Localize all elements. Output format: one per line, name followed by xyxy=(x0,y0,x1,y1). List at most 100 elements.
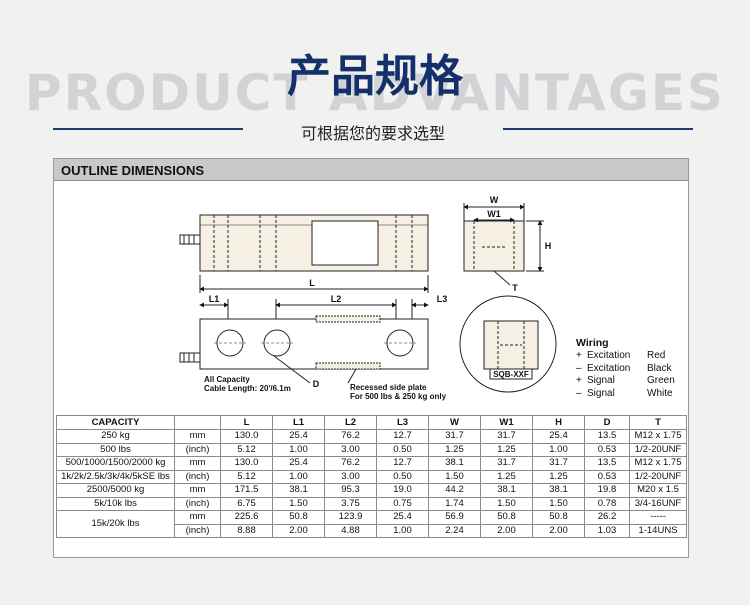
table-cell: 13.5 xyxy=(584,456,630,471)
capacity-note-line2: Cable Length: 20'/6.1m xyxy=(204,384,291,393)
table-cell: 1.50 xyxy=(480,496,533,511)
subtitle-rule-left xyxy=(53,128,243,130)
table-cell: 31.7 xyxy=(480,429,533,444)
outline-dimensions-panel: OUTLINE DIMENSIONS xyxy=(53,158,689,558)
table-cell: 50.8 xyxy=(532,510,585,525)
table-cell: 12.7 xyxy=(376,429,429,444)
table-cell: 1/2-20UNF xyxy=(629,469,687,484)
circle-label: SQB-XXF xyxy=(493,370,529,379)
page-title: 产品规格 xyxy=(287,51,463,102)
side-view-window xyxy=(311,220,379,266)
table-cell: 6.75 xyxy=(220,496,273,511)
header-cell: W xyxy=(428,415,481,430)
table-cell: 26.2 xyxy=(584,510,630,525)
table-cell: 1.00 xyxy=(532,442,585,457)
dim-L2: L2 xyxy=(331,294,342,304)
wiring-signal: Signal xyxy=(587,375,615,386)
table-cell: 38.1 xyxy=(480,483,533,498)
table-cell: mm xyxy=(174,429,221,444)
table-cell: 0.78 xyxy=(584,496,630,511)
table-cell: 1.50 xyxy=(272,496,325,511)
table-cell: 1.50 xyxy=(532,496,585,511)
table-cell: 1.00 xyxy=(272,469,325,484)
table-cell: 0.53 xyxy=(584,469,630,484)
table-cell: (inch) xyxy=(174,442,221,457)
table-cell: 1.25 xyxy=(532,469,585,484)
table-cell: 31.7 xyxy=(480,456,533,471)
table-cell: 4.88 xyxy=(324,523,377,538)
table-cell: 15k/20k lbs xyxy=(56,510,175,538)
table-cell: mm xyxy=(174,483,221,498)
table-cell: 2.00 xyxy=(480,523,533,538)
header-cell: D xyxy=(584,415,630,430)
table-cell: M12 x 1.75 xyxy=(629,429,687,444)
subtitle-rule-right xyxy=(503,128,693,130)
side-cable-stub xyxy=(179,234,201,245)
wiring-row: + Signal Green xyxy=(576,375,686,388)
table-cell: 0.75 xyxy=(376,496,429,511)
table-cell: 12.7 xyxy=(376,456,429,471)
table-cell: 25.4 xyxy=(376,510,429,525)
recessed-plate-note: Recessed side plate For 500 lbs & 250 kg… xyxy=(350,383,446,401)
table-cell: 19.0 xyxy=(376,483,429,498)
table-cell: 5.12 xyxy=(220,469,273,484)
table-cell: 1-14UNS xyxy=(629,523,687,538)
table-cell: 1.00 xyxy=(272,442,325,457)
dim-W1: W1 xyxy=(487,209,501,219)
table-cell: 1.50 xyxy=(428,469,481,484)
dim-T: T xyxy=(512,283,518,293)
wiring-color: Green xyxy=(647,375,675,386)
table-cell: 50.8 xyxy=(272,510,325,525)
dim-D: D xyxy=(313,379,320,389)
table-cell: 0.50 xyxy=(376,469,429,484)
table-cell: 38.1 xyxy=(272,483,325,498)
table-cell: (inch) xyxy=(174,496,221,511)
header-cell: L1 xyxy=(272,415,325,430)
table-cell: 500 lbs xyxy=(56,442,175,457)
header-cell: L3 xyxy=(376,415,429,430)
table-cell: 3/4-16UNF xyxy=(629,496,687,511)
wiring-sign: + xyxy=(576,375,582,386)
table-cell: 3.75 xyxy=(324,496,377,511)
table-cell: 19.8 xyxy=(584,483,630,498)
wiring-title: Wiring xyxy=(576,337,609,349)
table-cell: 5.12 xyxy=(220,442,273,457)
table-cell: 1k/2k/2.5k/3k/4k/5kSE lbs xyxy=(56,469,175,484)
table-cell: 1.25 xyxy=(480,469,533,484)
table-cell: (inch) xyxy=(174,523,221,538)
table-cell: 171.5 xyxy=(220,483,273,498)
table-cell: 8.88 xyxy=(220,523,273,538)
top-view-body xyxy=(199,318,429,370)
recessed-note-line2: For 500 lbs & 250 kg only xyxy=(350,392,447,401)
table-cell: 1.03 xyxy=(584,523,630,538)
table-cell: 1/2-20UNF xyxy=(629,442,687,457)
table-cell: 225.6 xyxy=(220,510,273,525)
table-cell: 95.3 xyxy=(324,483,377,498)
table-cell: ----- xyxy=(629,510,687,525)
wiring-sign: – xyxy=(576,387,582,399)
header-cell xyxy=(174,415,221,430)
table-cell: M20 x 1.5 xyxy=(629,483,687,498)
wiring-sign: + xyxy=(576,350,582,361)
table-cell: 130.0 xyxy=(220,456,273,471)
table-cell: 38.1 xyxy=(428,456,481,471)
table-cell: (inch) xyxy=(174,469,221,484)
table-cell: 25.4 xyxy=(532,429,585,444)
table-cell: 76.2 xyxy=(324,429,377,444)
dim-L: L xyxy=(309,278,315,288)
wiring-signal: Signal xyxy=(587,387,615,399)
table-cell: 2.00 xyxy=(272,523,325,538)
table-cell: 56.9 xyxy=(428,510,481,525)
table-cell: 3.00 xyxy=(324,442,377,457)
table-cell: M12 x 1.75 xyxy=(629,456,687,471)
dim-H: H xyxy=(545,241,552,251)
